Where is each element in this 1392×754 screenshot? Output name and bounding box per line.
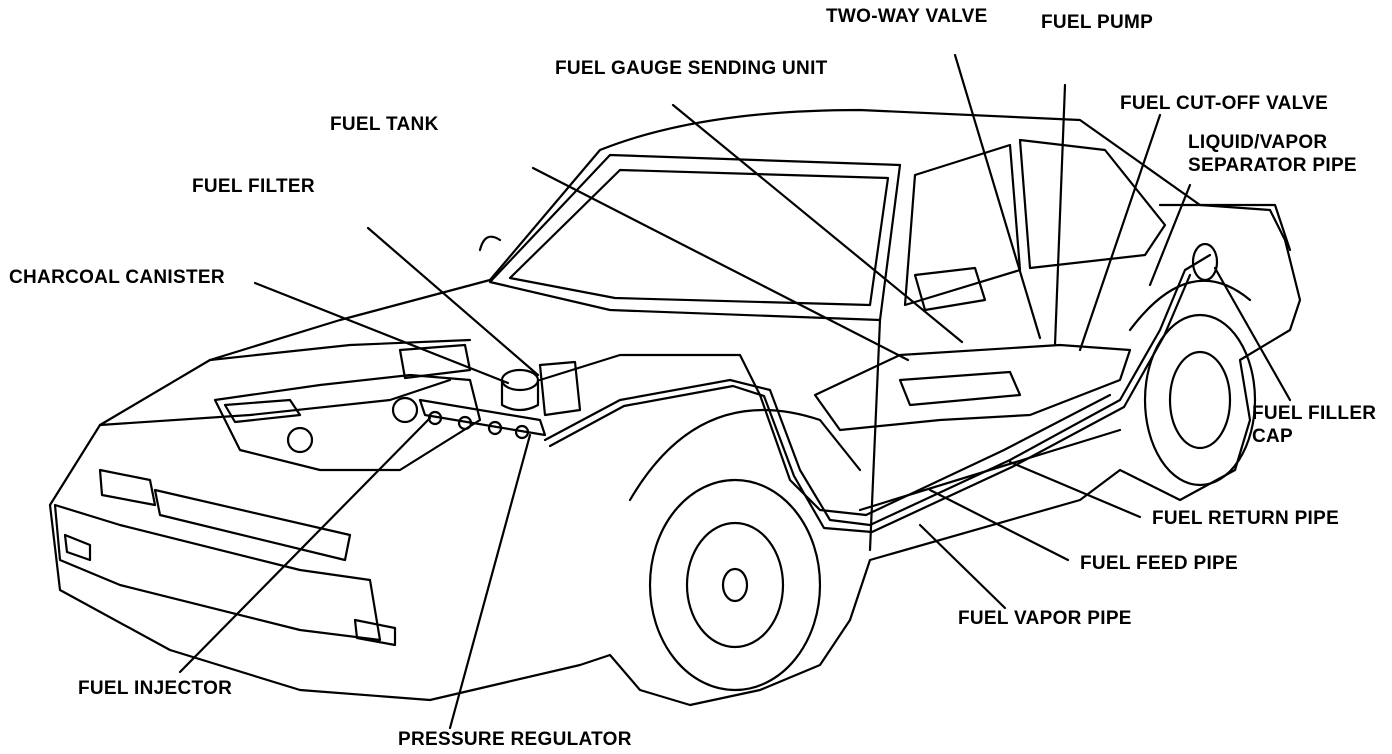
label-fuel-filler-cap: FUEL FILLER CAP xyxy=(1252,402,1376,448)
front-bumper xyxy=(53,503,382,642)
battery xyxy=(398,343,472,380)
label-liquid-vapor-line2: SEPARATOR PIPE xyxy=(1188,155,1357,176)
engine-cap xyxy=(391,396,419,424)
leader-fuel-filter xyxy=(366,226,540,377)
leader-fuel-return-pipe xyxy=(1008,460,1142,519)
charcoal-canister-body xyxy=(500,368,540,392)
leader-fuel-pump xyxy=(1053,83,1067,347)
door-line xyxy=(868,318,882,552)
label-fuel-filter: FUEL FILTER xyxy=(192,176,315,197)
label-fuel-injector: FUEL INJECTOR xyxy=(78,678,233,699)
leader-fuel-gauge-sending-unit xyxy=(671,103,964,344)
engine-cover xyxy=(223,398,302,424)
injector-4 xyxy=(514,424,530,440)
label-liquid-vapor-separator-pipe: LIQUID/VAPOR SEPARATOR PIPE xyxy=(1188,131,1357,177)
injector-3 xyxy=(487,420,503,436)
side-window-rear xyxy=(1018,138,1167,270)
hood-line xyxy=(208,338,472,362)
car-body-outline xyxy=(48,108,1302,707)
leader-fuel-cut-off-valve xyxy=(1078,113,1162,352)
fuel-return-line xyxy=(548,273,1192,534)
label-fuel-cut-off-valve: FUEL CUT-OFF VALVE xyxy=(1120,93,1329,114)
leader-fuel-feed-pipe xyxy=(928,488,1070,562)
label-fuel-filler-cap-line1: FUEL FILLER xyxy=(1252,403,1377,424)
fuel-tank-detail xyxy=(898,370,1022,407)
front-wheel xyxy=(648,478,822,692)
fuel-filter-body xyxy=(538,360,582,417)
leader-charcoal-canister xyxy=(253,281,510,385)
side-window-front xyxy=(903,143,1022,307)
filler-cap xyxy=(1191,242,1219,282)
label-fuel-vapor-pipe: FUEL VAPOR PIPE xyxy=(958,608,1132,629)
front-wheel-hub xyxy=(685,521,785,649)
fuel-rail xyxy=(418,398,547,437)
label-fuel-return-pipe: FUEL RETURN PIPE xyxy=(1152,508,1340,529)
leader-two-way-valve xyxy=(953,53,1042,340)
label-two-way-valve: TWO-WAY VALVE xyxy=(826,6,988,27)
label-fuel-tank: FUEL TANK xyxy=(330,114,439,135)
antenna xyxy=(478,235,502,252)
fuel-tank xyxy=(813,343,1132,432)
trunk-lid xyxy=(1158,203,1292,252)
windshield xyxy=(488,153,902,322)
leader-fuel-tank xyxy=(531,166,910,362)
side-mirror xyxy=(913,266,987,312)
engine-block xyxy=(213,373,482,472)
label-fuel-pump: FUEL PUMP xyxy=(1041,12,1154,33)
front-wheel-arch xyxy=(628,408,862,502)
charcoal-canister xyxy=(500,378,540,412)
fog-light-right xyxy=(353,618,397,647)
rear-wheel-arch xyxy=(1128,279,1252,332)
windshield-inner xyxy=(508,168,890,307)
front-wheel-center xyxy=(721,567,749,603)
fog-light-left xyxy=(63,533,92,562)
leader-fuel-filler-cap xyxy=(1213,266,1292,402)
leader-fuel-injector xyxy=(178,416,432,674)
label-fuel-feed-pipe: FUEL FEED PIPE xyxy=(1080,553,1238,574)
label-fuel-filler-cap-line2: CAP xyxy=(1252,426,1294,447)
rear-wheel-hub xyxy=(1168,350,1232,450)
fuel-feed-line xyxy=(543,253,1212,527)
leader-liquid-vapor-separator-pipe xyxy=(1148,183,1192,287)
leader-fuel-vapor-pipe xyxy=(918,523,1007,610)
hood-front-edge xyxy=(98,378,452,427)
front-grille xyxy=(153,488,352,562)
label-liquid-vapor-line1: LIQUID/VAPOR xyxy=(1188,132,1328,153)
oil-cap xyxy=(286,426,314,454)
front-headlight-left xyxy=(98,468,157,507)
injector-2 xyxy=(457,415,473,431)
label-pressure-regulator: PRESSURE REGULATOR xyxy=(398,729,632,750)
fuel-vapor-line xyxy=(538,353,1112,517)
label-fuel-gauge-sending-unit: FUEL GAUGE SENDING UNIT xyxy=(555,58,828,79)
label-charcoal-canister: CHARCOAL CANISTER xyxy=(9,267,225,288)
rear-wheel xyxy=(1143,313,1257,487)
leader-pressure-regulator xyxy=(448,433,532,730)
